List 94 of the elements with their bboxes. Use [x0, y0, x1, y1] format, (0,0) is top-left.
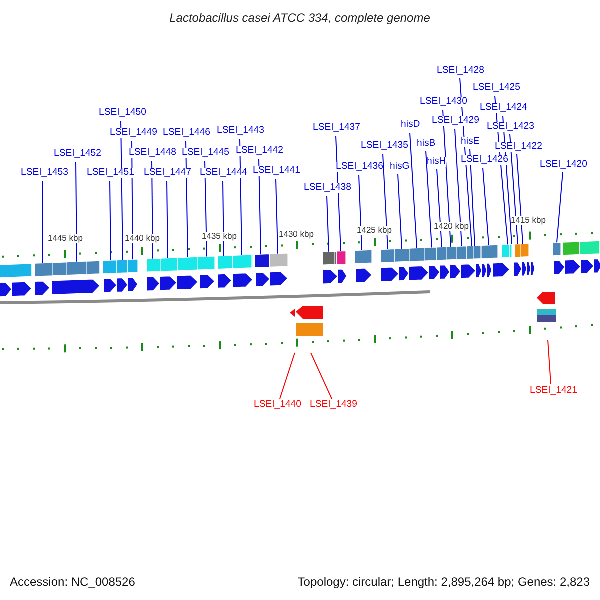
gene-label: LSEI_1448 — [129, 148, 176, 158]
gene-label: LSEI_1425 — [473, 83, 520, 93]
leader-line — [398, 174, 402, 250]
leader-line — [516, 154, 524, 245]
gene-feature — [510, 244, 512, 258]
leader-line — [442, 110, 452, 248]
scale-label: 1445 kbp — [48, 234, 83, 242]
leader-line — [410, 132, 418, 249]
gene-feature — [128, 259, 138, 274]
gene-feature — [116, 260, 128, 274]
leader-line — [426, 150, 432, 248]
gene-feature — [394, 248, 410, 263]
scale-label: 1415 kbp — [511, 216, 546, 224]
gene-feature — [502, 244, 510, 258]
gene-feature — [336, 250, 346, 265]
gene-label: LSEI_1428 — [437, 66, 484, 76]
leader-line — [482, 168, 490, 246]
leader-line — [326, 196, 330, 252]
scale-label: 1425 kbp — [357, 226, 392, 234]
gene-feature — [354, 250, 372, 264]
leader-line — [382, 154, 388, 250]
footer-text: Accession: NC_008526 — [10, 576, 136, 588]
gene-label: LSEI_1435 — [361, 141, 408, 151]
leader-line — [276, 178, 278, 254]
gene-label: LSEI_1446 — [163, 128, 210, 138]
leader-line — [310, 352, 332, 400]
gene-label: LSEI_1436 — [336, 162, 384, 172]
leader-line — [454, 128, 462, 248]
leader-line — [436, 168, 442, 248]
gene-label: LSEI_1430 — [420, 97, 468, 107]
gene-feature — [102, 260, 118, 274]
gene-label: LSEI_1450 — [99, 108, 146, 118]
gene-feature — [66, 261, 88, 276]
gene-feature — [424, 247, 438, 262]
gene-feature — [146, 258, 161, 272]
gene-label: LSEI_1439 — [310, 400, 358, 410]
gene-feature — [254, 254, 270, 268]
leader-line — [222, 180, 224, 257]
scale-label: 1435 kbp — [202, 232, 237, 240]
gene-feature — [160, 258, 178, 272]
gene-label: hisE — [461, 137, 480, 147]
gene-label: hisB — [417, 139, 436, 149]
footer-text: Topology: circular; Length: 2,895,264 bp; Genes: 2,823 — [298, 576, 590, 588]
gene-label: LSEI_1442 — [236, 146, 284, 156]
gene-label: LSEI_1444 — [200, 168, 248, 178]
gene-feature — [409, 248, 425, 262]
gene-feature — [218, 255, 234, 270]
gene-feature — [520, 243, 530, 258]
gene-feature — [270, 253, 288, 268]
leader-line — [548, 340, 552, 384]
gene-label: hisG — [390, 162, 410, 172]
gene-feature — [34, 262, 54, 277]
gene-feature — [197, 256, 216, 270]
gene-feature — [446, 246, 457, 260]
gene-label: LSEI_1438 — [304, 183, 352, 193]
leader-line — [110, 180, 112, 262]
gene-label: LSEI_1452 — [54, 149, 102, 159]
gene-label: LSEI_1453 — [21, 168, 68, 178]
gene-feature — [482, 244, 498, 260]
gene-label: LSEI_1422 — [495, 142, 542, 152]
gene-label: LSEI_1429 — [432, 116, 480, 126]
gene-feature — [473, 245, 482, 260]
gene-label: LSEI_1440 — [254, 400, 302, 410]
gene-label: LSEI_1426 — [461, 155, 508, 165]
gene-label: LSEI_1449 — [110, 128, 158, 138]
gene-label: LSEI_1447 — [144, 168, 192, 178]
leader-line — [42, 180, 44, 264]
leader-line — [470, 148, 476, 246]
gene-feature — [232, 254, 252, 270]
scale-label: 1440 kbp — [125, 234, 160, 242]
gene-label: LSEI_1423 — [487, 122, 534, 132]
leader-line — [258, 158, 262, 256]
gene-label: LSEI_1420 — [540, 160, 588, 170]
gene-label: hisH — [427, 157, 446, 167]
leader-line — [358, 174, 362, 252]
title: Lactobacillus casei ATCC 334, complete genome — [168, 12, 432, 24]
gene-label: hisD — [401, 120, 420, 130]
gene-feature — [380, 248, 396, 264]
gene-label: LSEI_1421 — [530, 386, 578, 396]
scale-label: 1420 kbp — [434, 222, 469, 230]
gene-label: LSEI_1441 — [253, 166, 300, 176]
leader-line — [76, 162, 78, 262]
gene-label: LSEI_1451 — [87, 168, 134, 178]
gene-label: LSEI_1437 — [313, 123, 360, 133]
leader-line — [556, 172, 564, 244]
leader-line — [166, 180, 168, 259]
gene-label: LSEI_1443 — [217, 126, 264, 136]
gene-feature — [552, 242, 562, 256]
leader-line — [280, 352, 296, 400]
gene-label: LSEI_1424 — [480, 103, 528, 113]
gene-label: LSEI_1445 — [182, 148, 230, 158]
gene-feature — [178, 256, 198, 272]
scale-label: 1430 kbp — [279, 230, 314, 238]
gene-feature — [322, 251, 336, 266]
